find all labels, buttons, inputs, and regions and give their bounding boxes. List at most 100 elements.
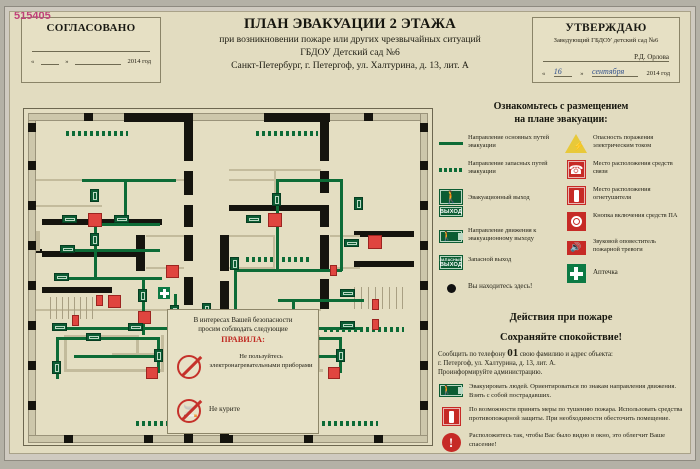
legend-column-right: ⚡ Опасность поражения электрическим токо…	[563, 133, 684, 304]
exit-sign	[114, 215, 129, 223]
partition	[136, 335, 139, 353]
electric-hazard-icon: ⚡	[563, 133, 589, 154]
actions-address: г. Петергоф, ул. Халтурина, д. 13, лит. …	[438, 360, 556, 367]
exit-sign	[62, 215, 77, 223]
legend-item-fire-sounder: 🔊 Звуковой оповеститель пожарной тревоги	[563, 237, 684, 258]
route-line	[56, 337, 59, 379]
action-step-text: Расположитесь так, чтобы Вас было видно …	[469, 432, 666, 448]
actions-heading: Действия при пожаре	[509, 312, 613, 323]
date-month-value: сентября	[592, 67, 638, 77]
partition	[36, 309, 184, 311]
legend-label: Звуковой оповеститель пожарной тревоги	[593, 238, 656, 254]
fire-sounder-icon: 🔊	[563, 237, 589, 258]
stairs-east-upper	[350, 287, 408, 309]
exit-sign	[90, 233, 99, 246]
pier	[420, 201, 428, 210]
legend-label: Место расположения огнетушителя	[593, 186, 651, 202]
legend-item-direction-to-exit: 🚶 Направление движения к эвакуационному …	[438, 226, 559, 247]
exit-sign	[154, 349, 163, 362]
pier	[420, 123, 428, 132]
exit-sign	[340, 289, 355, 297]
legend-item-telephone: ☎ Место расположения средств связи	[563, 159, 684, 180]
exit-sign	[52, 323, 67, 331]
partition	[229, 267, 275, 269]
evacuation-plan-poster: 515405 СОГЛАСОВАНО « » 2014 год ПЛАН ЭВА…	[9, 11, 691, 454]
watermark-number: 515405	[14, 11, 51, 22]
utverzhdayu-signature-line	[543, 51, 669, 62]
emergency-exit-sign-icon: 🚶 ВЫХОД	[438, 185, 464, 221]
fire-equipment-marker	[368, 235, 382, 249]
legend-label: Кнопка включения средств ПА	[593, 212, 678, 219]
utverzhdayu-title: УТВЕРЖДАЮ	[565, 22, 647, 34]
fire-extinguisher-marker	[72, 315, 79, 326]
legend-heading-2: на плане эвакуации:	[514, 114, 608, 125]
soglasovano-title: СОГЛАСОВАНО	[46, 22, 136, 34]
utverzhdayu-box: УТВЕРЖДАЮ Заведующий ГБДОУ детский сад №…	[532, 17, 680, 83]
fire-extinguisher-icon	[438, 406, 464, 427]
fire-alarm-button-icon	[563, 211, 589, 232]
legend-label: Аптечка	[593, 268, 618, 276]
actions-intro: Сообщить по телефону 01 свою фамилию и а…	[438, 348, 684, 359]
partition	[274, 169, 276, 205]
date-quote-close: »	[65, 58, 69, 65]
direction-to-exit-sign-icon: 🚶	[438, 226, 464, 247]
legend-item-spare-exit: ЗАПАСНЫЙ ВЫХОД Запасной выход	[438, 252, 559, 273]
legend-label: Место расположения средств связи	[593, 160, 673, 176]
date-day-value: 16	[553, 67, 572, 77]
partition	[146, 235, 184, 237]
date-quote-open: «	[542, 70, 546, 77]
exit-sign	[138, 289, 147, 302]
you-are-here-dot-icon	[438, 278, 464, 299]
legend-column-left: Направление основных путей эвакуации Нап…	[438, 133, 559, 304]
fire-extinguisher-icon	[563, 185, 589, 206]
page-title: ПЛАН ЭВАКУАЦИИ 2 ЭТАЖА	[244, 16, 456, 32]
route-line	[66, 249, 160, 252]
legend-item-first-aid-kit: Аптечка	[563, 263, 684, 284]
pier	[28, 161, 36, 170]
route-line	[276, 179, 340, 182]
no-smoking-icon: 🚬	[177, 399, 201, 423]
route-line	[56, 337, 160, 340]
fire-equipment-marker	[138, 311, 151, 324]
legend-item-spare-route: Направление запасных путей эвакуации	[438, 159, 559, 180]
legend-label: Эвакуационный выход	[468, 194, 530, 201]
partition	[64, 335, 67, 371]
action-step-text: Эвакуировать людей. Ориентироваться по з…	[469, 383, 677, 399]
spare-route-arrow	[256, 131, 318, 136]
partition	[273, 235, 275, 269]
pier	[420, 361, 428, 370]
partition	[229, 179, 275, 181]
direction-to-exit-sign-icon: 🚶	[438, 383, 464, 397]
no-heater-icon	[177, 355, 201, 379]
action-step-extinguish: По возможности принять меры по тушению п…	[438, 406, 684, 427]
actions-intro-pre: Сообщить по телефону	[438, 351, 508, 358]
exit-sign	[354, 197, 363, 210]
route-line	[234, 269, 342, 272]
actions-subheading: Сохраняйте спокойствие!	[499, 332, 622, 343]
action-step-visible-window: ! Расположитесь так, чтобы Вас было видн…	[438, 432, 684, 453]
title-subtitle-2: ГБДОУ Детский сад №6	[300, 47, 400, 58]
exit-sign	[344, 239, 359, 247]
exit-sign	[60, 245, 75, 253]
legend-label: Направление движения к эвакуационному вы…	[468, 227, 537, 243]
spare-exit-sign-icon: ЗАПАСНЫЙ ВЫХОД	[438, 252, 464, 273]
fire-equipment-marker	[268, 213, 282, 227]
pier	[374, 435, 383, 443]
utverzhdayu-year: 2014 год	[646, 70, 671, 77]
exit-sign	[340, 321, 355, 329]
legend-heading-1: Ознакомьтесь с размещением	[493, 101, 629, 112]
action-step-text: По возможности принять меры по тушению п…	[469, 406, 683, 422]
internal-wall	[320, 205, 329, 227]
legend-label: Направление основных путей эвакуации	[468, 134, 550, 150]
internal-wall	[354, 261, 414, 267]
internal-wall	[220, 235, 229, 271]
first-aid-kit-icon	[563, 263, 589, 284]
pier	[420, 401, 428, 410]
date-quote-open: «	[31, 58, 35, 65]
route-line	[54, 277, 162, 280]
dashed-green-line-icon	[438, 159, 464, 180]
exit-sign	[336, 349, 345, 362]
fire-equipment-marker	[146, 367, 158, 379]
soglasovano-signature-line	[32, 41, 150, 52]
pier	[420, 161, 428, 170]
